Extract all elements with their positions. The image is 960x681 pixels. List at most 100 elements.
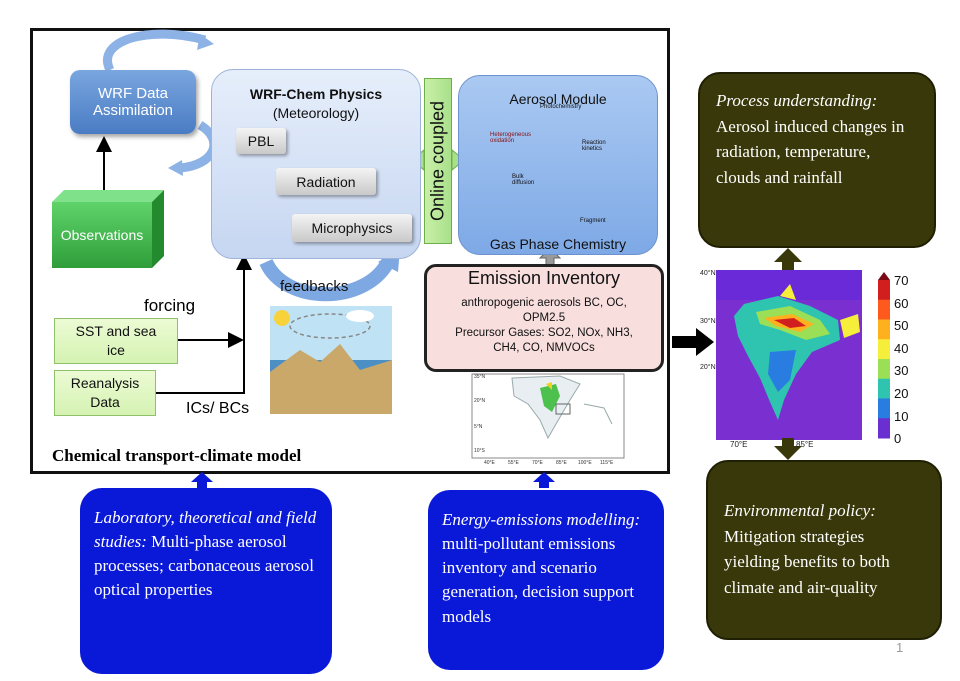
map-to-process-arrow xyxy=(774,248,802,270)
india-lat-label: 20°N xyxy=(700,364,716,371)
colorbar-tick: 70 xyxy=(894,273,909,288)
energy-emissions-box: Energy-emissions modelling: multi-pollut… xyxy=(428,490,664,670)
policy-title: Environmental policy: xyxy=(724,501,876,520)
observations-label: Observations xyxy=(60,227,144,243)
ics-bcs-label: ICs/ BCs xyxy=(186,400,250,417)
colorbar-segment xyxy=(878,378,890,399)
laboratory-studies-box: Laboratory, theoretical and field studie… xyxy=(80,488,332,674)
feedbacks-arrow xyxy=(259,258,395,302)
chemical-transport-climate-title: Chemical transport-climate model xyxy=(52,446,302,465)
emission-line: anthropogenic aerosols BC, OC, xyxy=(461,297,627,309)
energy-body: multi-pollutant emissions inventory and … xyxy=(442,534,635,626)
india-lat-label: 30°N xyxy=(700,318,716,325)
colorbar-tick: 30 xyxy=(894,363,909,379)
assimilation-cycle-arrow xyxy=(197,34,214,50)
emission-inventory-title: Emission Inventory xyxy=(467,268,621,288)
colorbar-tick: 10 xyxy=(894,408,909,424)
emission-map xyxy=(471,373,625,459)
radiation-text: Radiation xyxy=(296,173,356,190)
energy-title: Energy-emissions modelling: xyxy=(442,510,641,529)
emission-map-lat-label: 10°S xyxy=(474,448,485,454)
colorbar-tick: 40 xyxy=(894,340,909,356)
process-understanding-box: Process understanding: Aerosol induced c… xyxy=(698,72,936,248)
aerosol-module-box xyxy=(458,75,658,255)
process-title: Process understanding: xyxy=(716,91,878,110)
observations-box-top xyxy=(52,190,164,202)
observations-box: Observations xyxy=(52,202,152,268)
emission-map-lon-label: 70°E xyxy=(532,460,543,466)
reanalysis-data-box: Reanalysis Data xyxy=(54,370,156,416)
assimilation-cycle-arrow xyxy=(168,160,183,176)
bulk-diffusion-label: Bulk diffusion xyxy=(512,174,535,186)
assimilation-cycle-arrow xyxy=(103,29,207,73)
india-lat-label: 40°N xyxy=(700,270,716,277)
lab-input-arrow xyxy=(191,472,213,488)
emission-map-lat-label: 35°N xyxy=(474,374,486,380)
wrf-data-assimilation-label: WRF Data Assimilation xyxy=(92,85,174,119)
colorbar-tick: 0 xyxy=(894,431,902,447)
map-to-policy-arrow xyxy=(774,438,802,460)
emission-map-lat-label: 20°N xyxy=(474,398,486,404)
colorbar-segment xyxy=(878,418,890,439)
emission-inventory-box xyxy=(424,264,664,372)
fragment-label: Fragment xyxy=(580,218,606,224)
colorbar-segment xyxy=(878,280,890,301)
colorbar-tick: 20 xyxy=(894,385,909,401)
process-body: Aerosol induced changes in radiation, te… xyxy=(716,116,905,187)
forcing-label: forcing xyxy=(144,296,196,315)
india-lon-label: 70°E xyxy=(730,440,748,449)
india-aerosol-map xyxy=(716,270,862,440)
lab-title: Laboratory, theoretical and field studie… xyxy=(94,508,317,552)
colorbar-segment xyxy=(878,359,890,380)
emission-line: CH4, CO, NMVOCs xyxy=(493,342,595,354)
emission-map-lon-label: 115°E xyxy=(600,460,614,466)
reanalysis-line: Data xyxy=(90,394,120,410)
emission-map-lon-label: 100°E xyxy=(578,460,592,466)
sst-sea-ice-box: SST and sea ice xyxy=(54,318,178,364)
emission-map-lon-label: 85°E xyxy=(556,460,567,466)
observations-box-side xyxy=(152,190,164,268)
emission-map-lon-label: 40°E xyxy=(484,460,495,466)
colorbar-tick: 60 xyxy=(894,295,909,311)
microphysics-text: Microphysics xyxy=(311,220,393,236)
colorbar-tick-labels: 70 60 50 40 30 20 10 0 xyxy=(894,270,918,451)
emission-map-lat-label: 5°N xyxy=(474,424,483,430)
colorbar-segment xyxy=(878,319,890,340)
microphysics-label: Microphysics xyxy=(292,214,412,242)
pbl-text: PBL xyxy=(247,133,275,149)
emission-map-lon-label: 55°E xyxy=(508,460,519,466)
reanalysis-line: Reanalysis xyxy=(70,375,140,392)
colorbar-segment xyxy=(878,272,890,280)
lab-body: Multi-phase aerosol processes; carbonace… xyxy=(94,532,314,600)
emission-line: Precursor Gases: SO2, NOx, NH3, xyxy=(455,327,633,339)
output-arrow xyxy=(672,328,714,356)
colorbar-segment xyxy=(878,339,890,360)
gas-phase-label: Gas Phase Chemistry xyxy=(489,236,627,252)
reaction-kinetics-label: Reaction kinetics xyxy=(582,140,606,152)
slide-number: 1 xyxy=(896,640,904,655)
photochemistry-label: Photochemistry xyxy=(540,104,582,110)
reanalysis-forcing-arrow xyxy=(156,254,252,394)
policy-body: Mitigation strategies yielding benefits … xyxy=(724,526,890,597)
wrf-data-assimilation-box: WRF Data Assimilation xyxy=(70,70,196,134)
sst-line: ice xyxy=(107,342,125,358)
sst-line: SST and sea xyxy=(75,323,157,340)
india-colorbar xyxy=(878,272,890,439)
radiation-label: Radiation xyxy=(276,168,376,195)
environmental-policy-box: Environmental policy: Mitigation strateg… xyxy=(706,460,942,640)
colorbar-segment xyxy=(878,299,890,320)
physics-subtitle: (Meteorology) xyxy=(272,105,360,121)
emission-inventory-details: anthropogenic aerosols BC, OC, OPM2.5 Pr… xyxy=(424,296,664,356)
india-lon-label: 85°E xyxy=(796,440,814,449)
aerosol-module-title: Aerosol Module xyxy=(509,91,607,107)
online-coupled-box: Online coupled xyxy=(424,78,452,244)
energy-input-arrow xyxy=(533,472,555,488)
colorbar-tick: 50 xyxy=(894,318,909,334)
feedbacks-label: feedbacks xyxy=(280,278,349,295)
emission-line: OPM2.5 xyxy=(522,312,566,324)
colorbar-segment xyxy=(878,398,890,419)
online-coupled-label: Online coupled xyxy=(427,100,448,222)
climate-system-illustration xyxy=(270,306,392,414)
heterogeneous-label: Heterogeneous oxidation xyxy=(490,132,532,144)
pbl-label: PBL xyxy=(236,128,286,154)
